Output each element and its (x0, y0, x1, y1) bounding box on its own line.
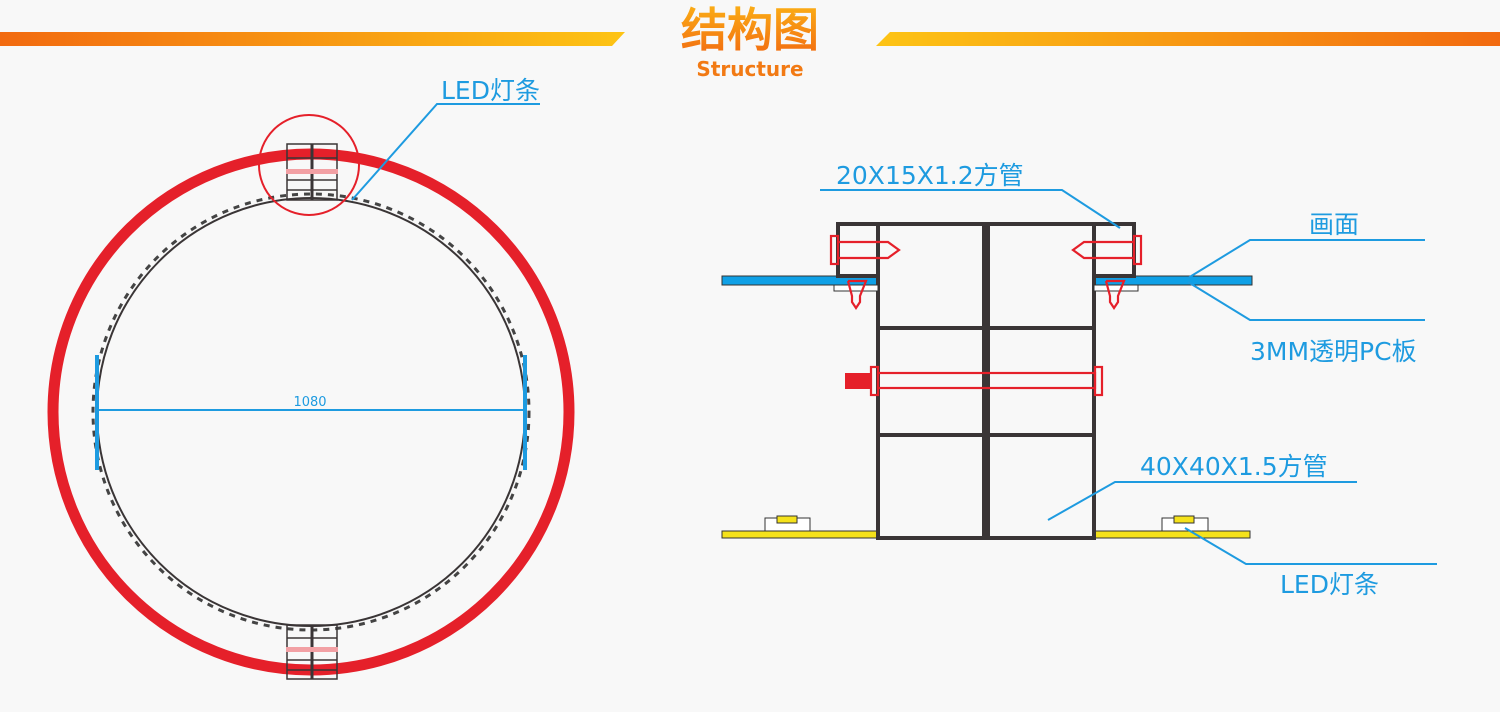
led-strip-label-right: LED灯条 (1280, 570, 1379, 599)
led-dashed-ring (91, 192, 531, 632)
tube-small-label: 20X15X1.2方管 (836, 161, 1024, 190)
square-tubes (833, 222, 1139, 540)
page-subtitle: Structure (696, 57, 803, 81)
screen-label: 画面 (1309, 210, 1359, 239)
led-chip-right (1161, 515, 1209, 532)
led-right-leader (1184, 527, 1437, 565)
screws (829, 234, 1143, 397)
led-chip-left (764, 515, 811, 532)
screen-leader (1187, 239, 1425, 279)
inner-ring (96, 197, 526, 627)
top-bracket (286, 143, 338, 201)
tube-large-leader (1047, 481, 1357, 521)
outer-red-ring (47, 148, 575, 676)
led-bar-left (721, 530, 879, 539)
cross-section-diagram: 20X15X1.2方管 画面 3MM透明PC板 40X40X1.5方管 LED灯… (721, 161, 1437, 599)
pc-board-label: 3MM透明PC板 (1250, 337, 1417, 366)
header-bar-right (876, 32, 1500, 46)
led-leader-line (351, 103, 540, 201)
page-title: 结构图 (681, 3, 819, 57)
diameter-label: 1080 (293, 395, 326, 410)
detail-highlight-circle (258, 114, 360, 216)
tube-large-label: 40X40X1.5方管 (1140, 452, 1328, 481)
header-bar-left (0, 32, 625, 46)
led-bar-right (1093, 530, 1251, 539)
pc-board-leader (1187, 281, 1425, 321)
led-strip-label: LED灯条 (441, 76, 540, 105)
bottom-bracket (286, 624, 338, 680)
tube-small-leader (820, 189, 1121, 229)
circular-frame-diagram: 1080 LED灯条 (47, 76, 575, 680)
side-clip-left (95, 355, 99, 470)
side-clip-right (523, 355, 527, 470)
